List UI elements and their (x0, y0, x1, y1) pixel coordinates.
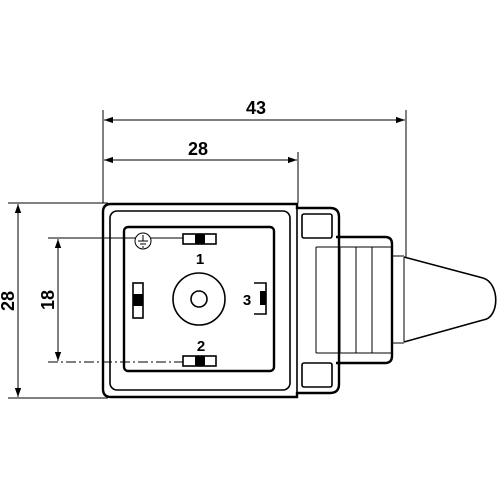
housing-inner-outline (109, 210, 291, 391)
dimension-43: 43 (104, 98, 405, 124)
dimension-label-28-horizontal: 28 (188, 139, 208, 159)
dimension-label-28-vertical: 28 (0, 291, 18, 311)
mounting-slot-bottom (301, 362, 333, 388)
pin-3-contact (254, 282, 267, 315)
center-screw (172, 272, 226, 326)
cable-end (482, 277, 497, 321)
dimension-18: 18 (38, 239, 62, 361)
connector-housing (101, 202, 341, 399)
dimension-28-vertical: 28 (0, 204, 22, 397)
ground-contact (132, 282, 144, 319)
cable (403, 256, 497, 343)
contact-face (122, 225, 276, 373)
pin-2-contact (182, 355, 217, 367)
pin-label-2: 2 (197, 338, 205, 355)
dimension-label-43: 43 (246, 98, 266, 118)
cable-gland (316, 235, 404, 365)
mounting-slot-top (301, 213, 333, 239)
ground-symbol-icon (134, 232, 152, 250)
housing-outline (101, 202, 341, 399)
dimension-label-18: 18 (38, 290, 58, 310)
pin-label-3: 3 (243, 292, 251, 309)
dimension-28-horizontal: 28 (104, 139, 297, 164)
center-screw-hole (190, 290, 208, 308)
pin-label-1: 1 (196, 251, 204, 268)
extension-lines (8, 110, 407, 399)
pin-1-contact (182, 233, 217, 245)
